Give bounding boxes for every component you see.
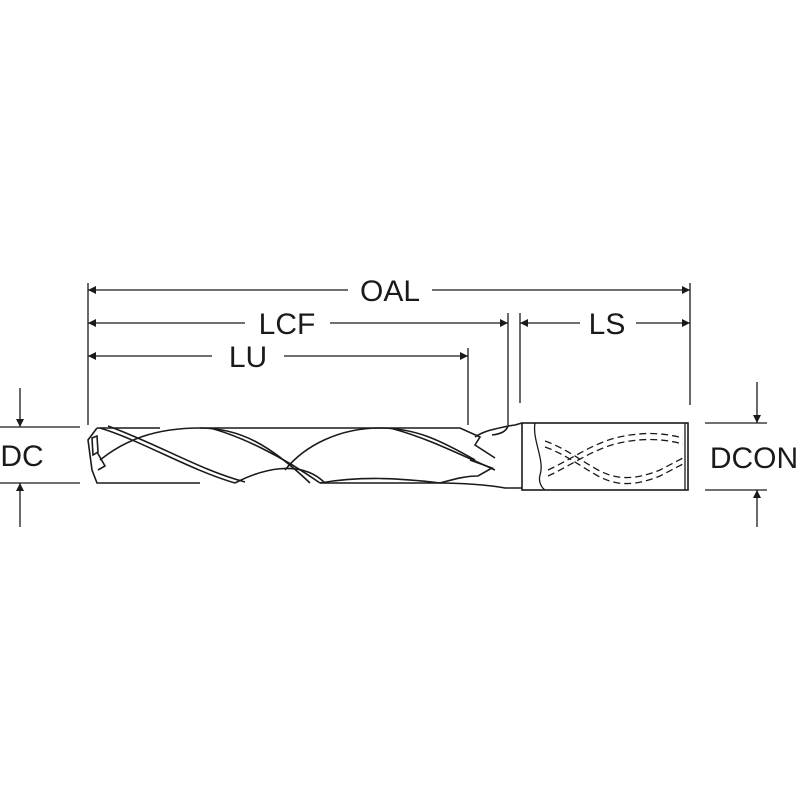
dcon-dimension: DCON (710, 382, 798, 527)
oal-label: OAL (360, 275, 420, 308)
dcon-label: DCON (710, 442, 798, 475)
dc-label: DC (0, 440, 43, 473)
lu-label: LU (229, 341, 267, 374)
drill-shank (521, 422, 689, 491)
lcf-label: LCF (259, 308, 316, 341)
oal-dimension: OAL (88, 275, 690, 308)
ls-dimension: LS (520, 308, 690, 341)
lcf-dimension: LCF (88, 308, 508, 341)
ls-label: LS (589, 308, 626, 341)
extension-lines (0, 283, 767, 491)
drill-fluted-body (87, 422, 523, 489)
dc-dimension: DC (0, 388, 44, 527)
lu-dimension: LU (88, 341, 468, 374)
